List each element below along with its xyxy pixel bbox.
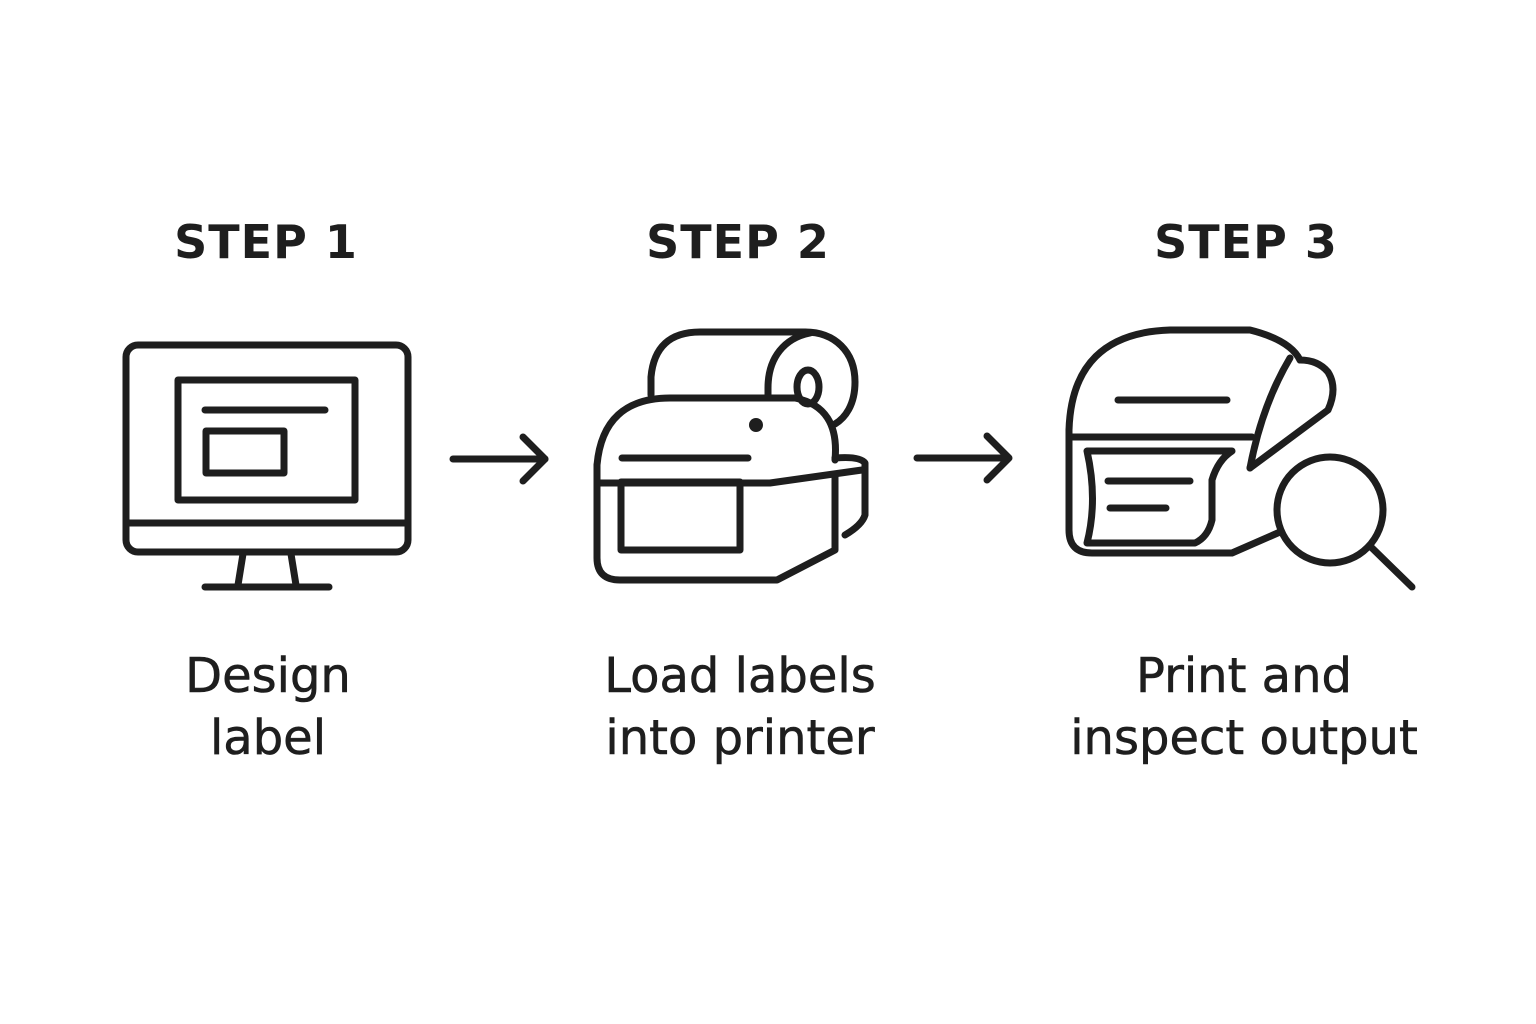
step-3-caption-line-2: inspect output — [1070, 710, 1418, 767]
step-1-caption-line-1: Design — [185, 648, 351, 705]
step-2-caption: Load labels into printer — [510, 645, 970, 769]
step-3-title: STEP 3 — [1154, 215, 1338, 269]
step-2-title: STEP 2 — [646, 215, 830, 269]
step-2-caption-line-1: Load labels — [604, 648, 876, 705]
step-3-caption: Print and inspect output — [1014, 645, 1474, 769]
step-2-caption-line-2: into printer — [605, 710, 875, 767]
step-3-caption-line-1: Print and — [1136, 648, 1353, 705]
step-1-caption: Design label — [38, 645, 498, 769]
step-1-caption-line-2: label — [209, 710, 327, 767]
step-1-title: STEP 1 — [174, 215, 358, 269]
